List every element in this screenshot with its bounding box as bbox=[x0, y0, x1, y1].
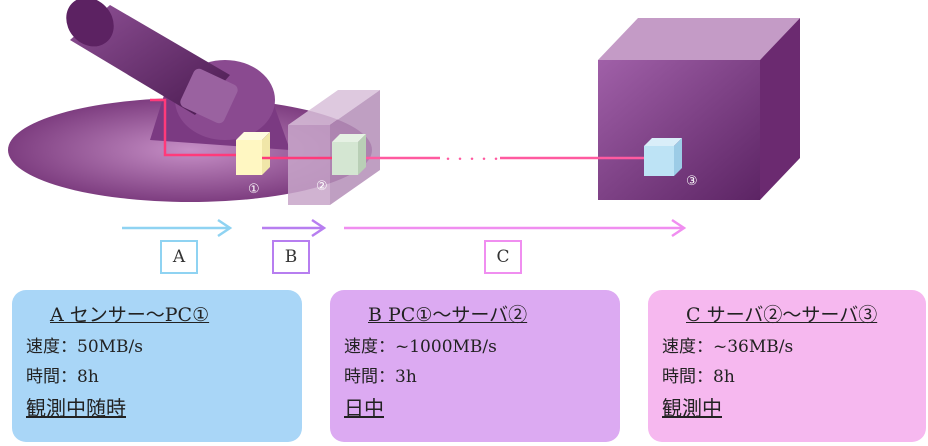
panel-b-title: B PC①～サーバ② bbox=[368, 304, 528, 326]
telescope-base bbox=[8, 98, 372, 202]
panel-b-time: 時間：3h bbox=[344, 367, 417, 387]
panel-b: B PC①～サーバ② 速度：~1000MB/s 時間：3h 日中 bbox=[330, 290, 620, 442]
panel-a-time: 時間：8h bbox=[26, 367, 99, 387]
panel-a-timing: 観測中随時 bbox=[26, 396, 126, 420]
server2-cube bbox=[332, 134, 366, 175]
panel-a: A センサー～PC① 速度：50MB/s 時間：8h 観測中随時 bbox=[12, 290, 302, 442]
link-gap-marker: ・・・・・ bbox=[442, 152, 502, 166]
segment-b-box: B bbox=[272, 240, 310, 274]
panel-c: C サーバ②～サーバ③ 速度：~36MB/s 時間：8h 観測中 bbox=[648, 290, 926, 442]
panel-a-speed: 速度：50MB/s bbox=[26, 337, 143, 357]
server3-enclosure bbox=[598, 18, 800, 200]
segment-b-arrow bbox=[262, 218, 327, 238]
panel-c-title: C サーバ②～サーバ③ bbox=[686, 304, 878, 326]
pc1-label: ① bbox=[248, 182, 260, 197]
segment-a-box: A bbox=[160, 240, 198, 274]
panel-a-title: A センサー～PC① bbox=[50, 304, 210, 326]
segment-c-arrow bbox=[344, 218, 687, 238]
pc1-cube bbox=[236, 132, 270, 175]
sensor-link bbox=[150, 98, 236, 157]
panel-c-time: 時間：8h bbox=[662, 367, 735, 387]
server2-label: ② bbox=[316, 179, 328, 194]
segment-c-box: C bbox=[484, 240, 522, 274]
segment-a-arrow bbox=[122, 218, 233, 238]
panel-b-timing: 日中 bbox=[344, 396, 384, 420]
panel-c-timing: 観測中 bbox=[662, 396, 722, 420]
telescope-icon bbox=[66, 0, 290, 150]
server3-label: ③ bbox=[686, 174, 698, 189]
server3-cube bbox=[644, 138, 682, 176]
panel-b-speed: 速度：~1000MB/s bbox=[344, 337, 497, 357]
panel-c-speed: 速度：~36MB/s bbox=[662, 337, 794, 357]
